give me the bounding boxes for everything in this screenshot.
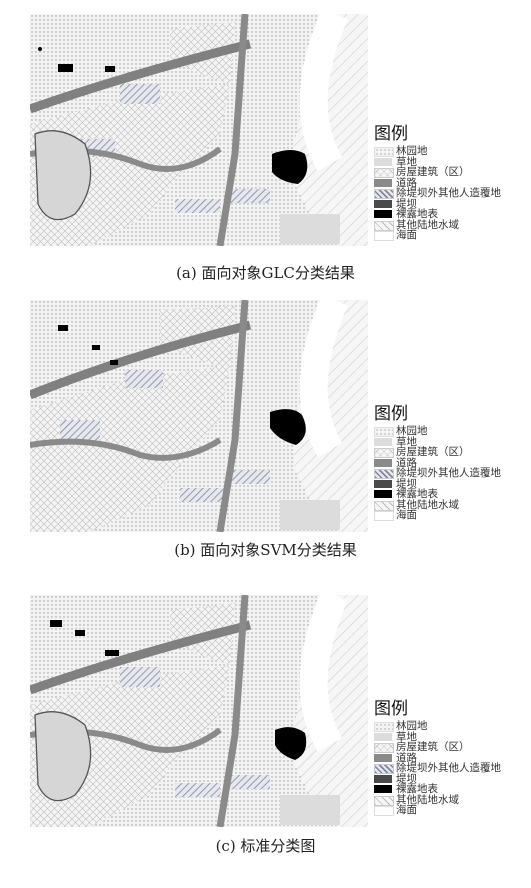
legend-item: 其他陆地水域 [374, 793, 524, 806]
legend-item: 堤坝 [374, 772, 524, 785]
legend-item: 房屋建筑（区） [374, 742, 524, 753]
legend-swatch [374, 785, 392, 793]
legend-label: 堤坝 [396, 772, 417, 785]
legend-label: 除堤坝外其他人造覆地 [396, 762, 501, 774]
legend-item: 堤坝 [374, 197, 524, 210]
legend-label: 林园地 [396, 145, 428, 157]
legend-item: 房屋建筑（区） [374, 447, 524, 458]
legend-items: 林园地草地房屋建筑（区）道路除堤坝外其他人造覆地堤坝裸露地表其他陆地水域海面 [374, 146, 524, 241]
caption-b: (b) 面向对象SVM分类结果 [174, 541, 357, 559]
legend-swatch [374, 427, 394, 437]
legend-label: 裸露地表 [396, 783, 438, 795]
map-b [30, 300, 368, 532]
map-c [30, 595, 368, 827]
panel-c: 图例 林园地草地房屋建筑（区）道路除堤坝外其他人造覆地堤坝裸露地表其他陆地水域海… [0, 595, 531, 885]
legend-item: 海面 [374, 805, 524, 816]
legend-label: 其他陆地水域 [396, 498, 459, 511]
legend-swatch [374, 722, 394, 732]
legend-item: 草地 [374, 435, 524, 448]
legend-c: 图例 林园地草地房屋建筑（区）道路除堤坝外其他人造覆地堤坝裸露地表其他陆地水域海… [374, 699, 524, 816]
legend-label: 道路 [396, 176, 417, 189]
legend-b: 图例 林园地草地房屋建筑（区）道路除堤坝外其他人造覆地堤坝裸露地表其他陆地水域海… [374, 404, 524, 521]
legend-swatch [374, 753, 392, 762]
legend-swatch [374, 500, 394, 511]
legend-item: 除堤坝外其他人造覆地 [374, 188, 524, 199]
legend-swatch [374, 220, 394, 231]
map-a [30, 14, 368, 246]
caption-a: (a) 面向对象GLC分类结果 [176, 264, 355, 282]
panel-a: 图例 林园地草地房屋建筑（区）道路除堤坝外其他人造覆地堤坝裸露地表其他陆地水域海… [0, 14, 531, 294]
legend-swatch [374, 743, 394, 753]
legend-label: 堤坝 [396, 197, 417, 210]
panel-b: 图例 林园地草地房屋建筑（区）道路除堤坝外其他人造覆地堤坝裸露地表其他陆地水域海… [0, 300, 531, 590]
legend-label: 房屋建筑（区） [396, 446, 470, 458]
legend-swatch [374, 168, 394, 178]
legend-label: 房屋建筑（区） [396, 741, 470, 753]
legend-label: 其他陆地水域 [396, 218, 459, 231]
legend-item: 其他陆地水域 [374, 498, 524, 511]
legend-item: 林园地 [374, 721, 524, 732]
legend-swatch [374, 458, 392, 467]
legend-item: 房屋建筑（区） [374, 167, 524, 178]
legend-swatch [374, 511, 394, 521]
legend-swatch [374, 189, 394, 199]
legend-item: 除堤坝外其他人造覆地 [374, 468, 524, 479]
legend-item: 裸露地表 [374, 209, 524, 220]
legend-label: 除堤坝外其他人造覆地 [396, 187, 501, 199]
legend-label: 裸露地表 [396, 488, 438, 500]
legend-item: 草地 [374, 730, 524, 743]
legend-label: 草地 [396, 730, 417, 743]
legend-swatch [374, 732, 392, 741]
legend-swatch [374, 795, 394, 806]
legend-swatch [374, 479, 392, 488]
legend-swatch [374, 774, 392, 783]
legend-swatch [374, 490, 392, 498]
legend-item: 道路 [374, 176, 524, 189]
legend-item: 林园地 [374, 426, 524, 437]
legend-label: 草地 [396, 435, 417, 448]
legend-item: 海面 [374, 230, 524, 241]
legend-label: 草地 [396, 155, 417, 168]
legend-items: 林园地草地房屋建筑（区）道路除堤坝外其他人造覆地堤坝裸露地表其他陆地水域海面 [374, 721, 524, 816]
legend-a: 图例 林园地草地房屋建筑（区）道路除堤坝外其他人造覆地堤坝裸露地表其他陆地水域海… [374, 124, 524, 241]
legend-label: 房屋建筑（区） [396, 166, 470, 178]
legend-item: 裸露地表 [374, 784, 524, 795]
legend-item: 裸露地表 [374, 489, 524, 500]
legend-swatch [374, 806, 394, 816]
legend-swatch [374, 764, 394, 774]
legend-swatch [374, 210, 392, 218]
legend-swatch [374, 448, 394, 458]
legend-swatch [374, 437, 392, 446]
legend-item: 道路 [374, 456, 524, 469]
legend-item: 海面 [374, 510, 524, 521]
legend-label: 海面 [396, 229, 417, 241]
legend-label: 道路 [396, 456, 417, 469]
legend-item: 堤坝 [374, 477, 524, 490]
legend-label: 堤坝 [396, 477, 417, 490]
legend-item: 除堤坝外其他人造覆地 [374, 763, 524, 774]
legend-label: 林园地 [396, 425, 428, 437]
legend-swatch [374, 199, 392, 208]
legend-label: 海面 [396, 509, 417, 521]
legend-title: 图例 [374, 699, 408, 719]
legend-label: 其他陆地水域 [396, 793, 459, 806]
legend-label: 道路 [396, 751, 417, 764]
legend-swatch [374, 231, 394, 241]
legend-swatch [374, 157, 392, 166]
legend-items: 林园地草地房屋建筑（区）道路除堤坝外其他人造覆地堤坝裸露地表其他陆地水域海面 [374, 426, 524, 521]
legend-item: 其他陆地水域 [374, 218, 524, 231]
legend-swatch [374, 147, 394, 157]
legend-label: 海面 [396, 804, 417, 816]
legend-title: 图例 [374, 124, 408, 144]
legend-swatch [374, 469, 394, 479]
legend-swatch [374, 178, 392, 187]
caption-c: (c) 标准分类图 [215, 837, 316, 855]
legend-label: 除堤坝外其他人造覆地 [396, 467, 501, 479]
legend-label: 林园地 [396, 720, 428, 732]
legend-item: 草地 [374, 155, 524, 168]
legend-item: 道路 [374, 751, 524, 764]
legend-item: 林园地 [374, 146, 524, 157]
legend-title: 图例 [374, 404, 408, 424]
legend-label: 裸露地表 [396, 208, 438, 220]
